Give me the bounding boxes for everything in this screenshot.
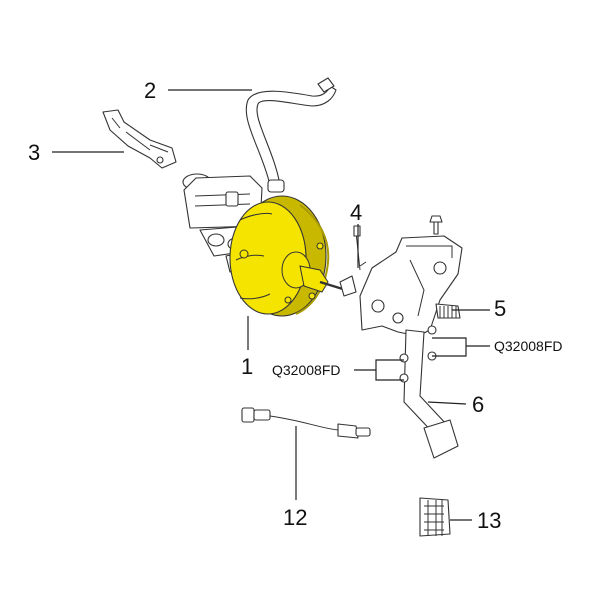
callout-bracket: 3 (28, 140, 40, 165)
mounting-bracket[interactable] (102, 109, 177, 169)
vacuum-hose[interactable] (245, 77, 337, 193)
sensor-cable[interactable] (241, 407, 371, 439)
master-cylinder[interactable] (182, 173, 263, 273)
callout-pedal-switch: 5 (494, 296, 506, 321)
pedal-pad[interactable] (419, 497, 451, 537)
callout-sensor-cable: 12 (283, 505, 307, 530)
pedal-box[interactable] (359, 215, 463, 337)
callout-brake-pedal: 6 (472, 392, 484, 417)
callout-labels: 1 2 3 4 5 6 12 13 Q32008FD Q32008FD (28, 78, 562, 533)
callout-pedal-pad: 13 (477, 508, 501, 533)
leader-lines (52, 89, 490, 521)
callout-clevis-pin: 4 (350, 200, 362, 225)
brake-booster[interactable] (229, 195, 347, 317)
brake-pedal-arm[interactable] (399, 325, 459, 459)
callout-brake-booster: 1 (241, 354, 253, 379)
clevis-pin[interactable] (339, 225, 367, 297)
callout-vacuum-hose: 2 (144, 78, 156, 103)
fastener-code-upper: Q32008FD (494, 338, 562, 354)
brake-light-switch[interactable] (435, 303, 461, 319)
fastener-code-lower: Q32008FD (272, 362, 340, 378)
